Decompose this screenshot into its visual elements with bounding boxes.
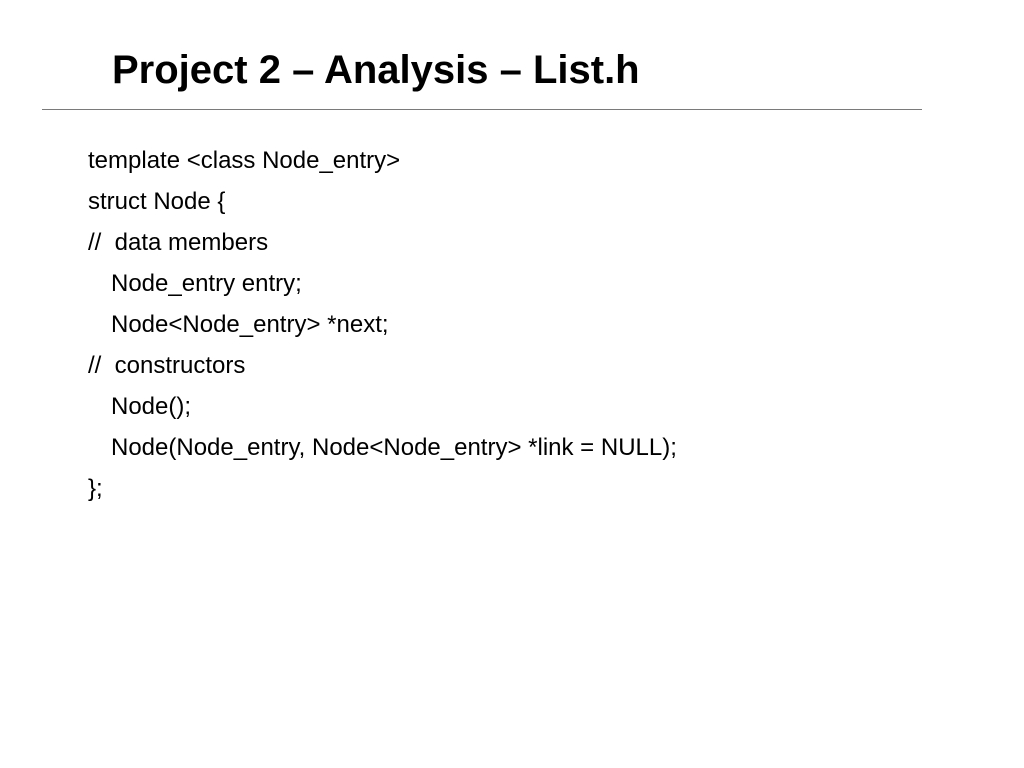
code-line-struct-open: struct Node {: [88, 188, 226, 215]
title-divider: [42, 109, 922, 110]
code-line-param-constructor: Node(Node_entry, Node<Node_entry> *link …: [111, 434, 677, 461]
code-line-next-member: Node<Node_entry> *next;: [111, 311, 389, 338]
code-line-template: template <class Node_entry>: [88, 147, 401, 174]
slide-title: Project 2 – Analysis – List.h: [112, 48, 640, 92]
code-block: template <class Node_entry> struct Node …: [88, 140, 677, 509]
code-line-entry-member: Node_entry entry;: [111, 270, 302, 297]
code-line-default-constructor: Node();: [111, 393, 192, 420]
code-line-comment-data-members: // data members: [88, 229, 269, 256]
code-line-struct-close: };: [88, 475, 103, 502]
code-line-comment-constructors: // constructors: [88, 352, 246, 379]
